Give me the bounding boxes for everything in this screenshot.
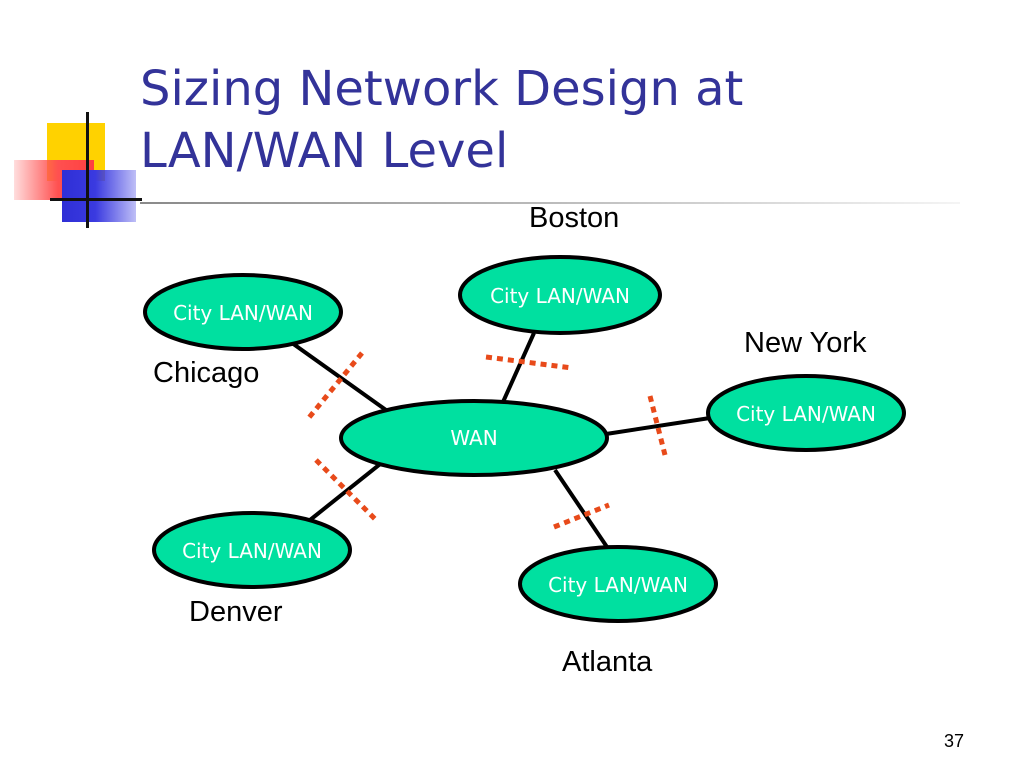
node-boston-label: City LAN/WAN	[490, 284, 630, 308]
page-number: 37	[943, 731, 964, 751]
decoration-vertical-line	[86, 112, 89, 228]
boundary-marker-boston	[485, 354, 573, 371]
link-boston-wan	[501, 332, 536, 403]
title-line-2: LAN/WAN Level	[140, 123, 509, 179]
city-name-chicago: Chicago	[153, 357, 260, 389]
node-new-york: City LAN/WAN	[706, 374, 906, 452]
node-atlanta: City LAN/WAN	[518, 545, 718, 623]
node-wan: WAN	[339, 399, 609, 477]
node-chicago: City LAN/WAN	[143, 273, 343, 351]
title-underline	[140, 202, 960, 204]
boundary-marker-denver	[314, 458, 379, 523]
slide-title: Sizing Network Design at LAN/WAN Level	[140, 58, 1000, 182]
node-denver-label: City LAN/WAN	[182, 539, 322, 563]
title-line-1: Sizing Network Design at	[140, 61, 744, 117]
link-newyork-wan	[605, 416, 711, 436]
link-chicago-wan	[290, 341, 388, 412]
city-name-new-york: New York	[744, 327, 867, 359]
decoration-blue-square	[62, 170, 136, 222]
network-links	[290, 332, 711, 549]
node-boston: City LAN/WAN	[458, 255, 662, 335]
link-atlanta-wan	[553, 468, 609, 549]
boundary-marker-chicago	[305, 351, 364, 422]
node-new-york-label: City LAN/WAN	[736, 402, 876, 426]
boundary-markers	[305, 351, 668, 530]
city-name-denver: Denver	[189, 596, 283, 628]
node-denver: City LAN/WAN	[152, 511, 352, 589]
node-atlanta-label: City LAN/WAN	[548, 573, 688, 597]
boundary-marker-atlanta	[553, 502, 610, 530]
city-name-atlanta: Atlanta	[562, 646, 653, 678]
decoration-horizontal-line	[50, 198, 142, 201]
node-chicago-label: City LAN/WAN	[173, 301, 313, 325]
node-wan-label: WAN	[450, 426, 497, 450]
city-name-boston: Boston	[529, 202, 620, 234]
link-denver-wan	[308, 459, 386, 522]
